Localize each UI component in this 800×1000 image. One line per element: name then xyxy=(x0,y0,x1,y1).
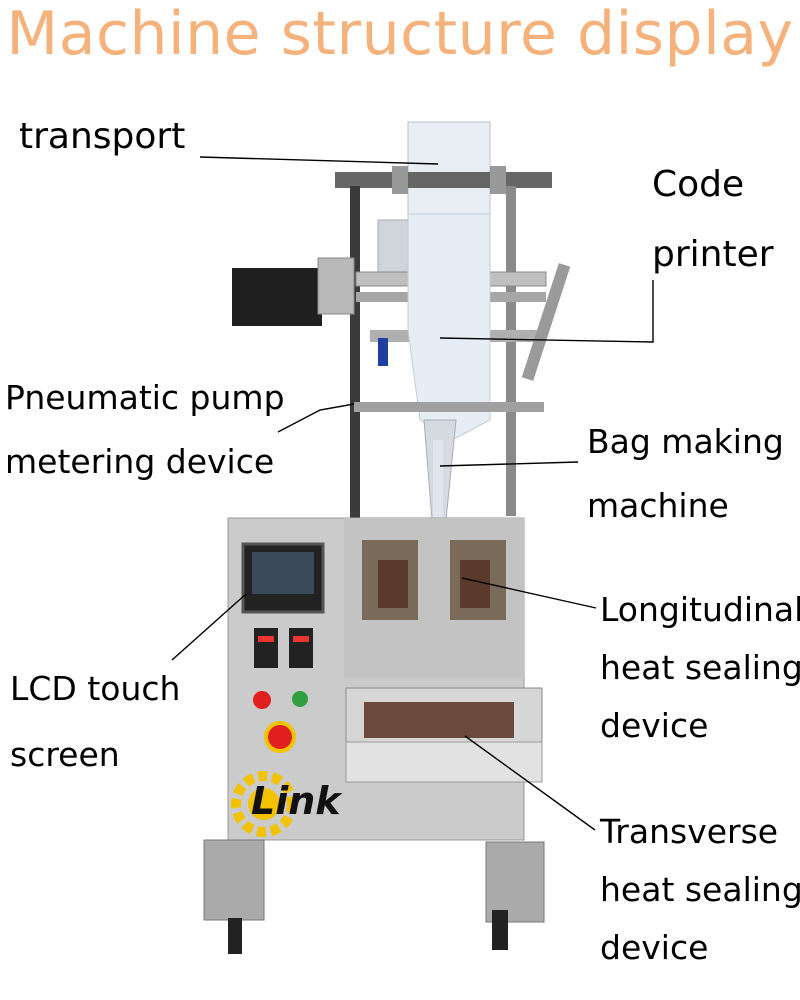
leader-code-printer xyxy=(439,280,654,343)
label-pneumatic-pump: Pneumatic pump metering device xyxy=(5,378,285,481)
leader-lines xyxy=(171,156,654,831)
motor xyxy=(232,268,322,326)
label-code-printer: Code printer xyxy=(652,164,774,275)
leader-pump xyxy=(277,403,355,433)
label-lcd: LCD touch screen xyxy=(10,669,181,774)
leg-left xyxy=(203,839,265,921)
emergency-stop xyxy=(264,721,296,753)
label-longitudinal: Longitudinal heat sealing device xyxy=(600,590,800,745)
label-transverse: Transverse heat sealing device xyxy=(600,812,800,967)
label-transport: transport xyxy=(19,116,186,157)
leg-right xyxy=(485,841,545,923)
top-crossbar xyxy=(335,172,552,188)
leader-lcd xyxy=(171,593,247,661)
logo-text: Link xyxy=(251,779,341,823)
leader-bag-making xyxy=(439,461,579,467)
leader-longitudinal xyxy=(461,577,597,609)
leader-transport xyxy=(199,156,439,165)
leader-transverse xyxy=(464,735,596,831)
film-roll xyxy=(407,121,491,215)
label-bag-making: Bag making machine xyxy=(587,422,784,525)
logo-gear xyxy=(231,771,297,837)
page-title: Machine structure display xyxy=(6,0,794,69)
green-button xyxy=(292,691,308,707)
red-button xyxy=(253,691,271,709)
